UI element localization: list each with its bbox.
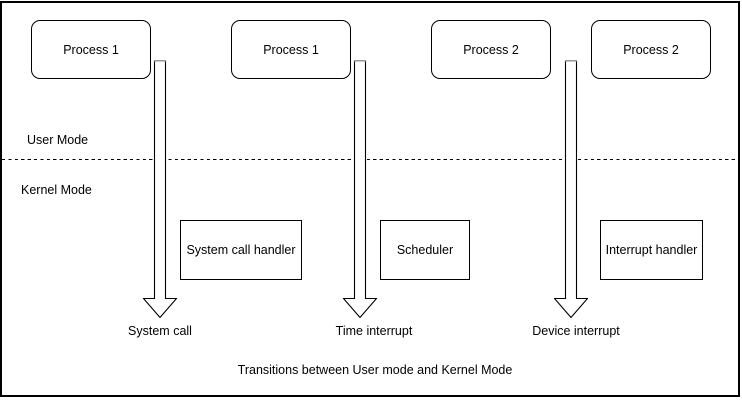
user-mode-label: User Mode <box>27 133 89 147</box>
process-box-1: Process 1 <box>31 20 151 79</box>
diagram-caption: Transitions between User mode and Kernel… <box>237 363 513 377</box>
kernel-mode-label: Kernel Mode <box>21 183 92 197</box>
down-arrow-system-call <box>143 60 177 318</box>
system-call-handler-box: System call handler <box>180 220 302 280</box>
interrupt-handler-box: Interrupt handler <box>600 220 703 280</box>
down-arrow-device-interrupt <box>554 60 588 318</box>
process-box-4: Process 2 <box>591 20 711 79</box>
time-interrupt-label: Time interrupt <box>335 324 413 338</box>
scheduler-box: Scheduler <box>380 220 470 280</box>
mode-divider-dashed-line <box>2 159 740 161</box>
process-box-2: Process 1 <box>231 20 351 79</box>
down-arrow-time-interrupt <box>343 60 377 318</box>
process-box-3: Process 2 <box>431 20 551 79</box>
system-call-label: System call <box>128 324 192 338</box>
device-interrupt-label: Device interrupt <box>532 324 620 338</box>
